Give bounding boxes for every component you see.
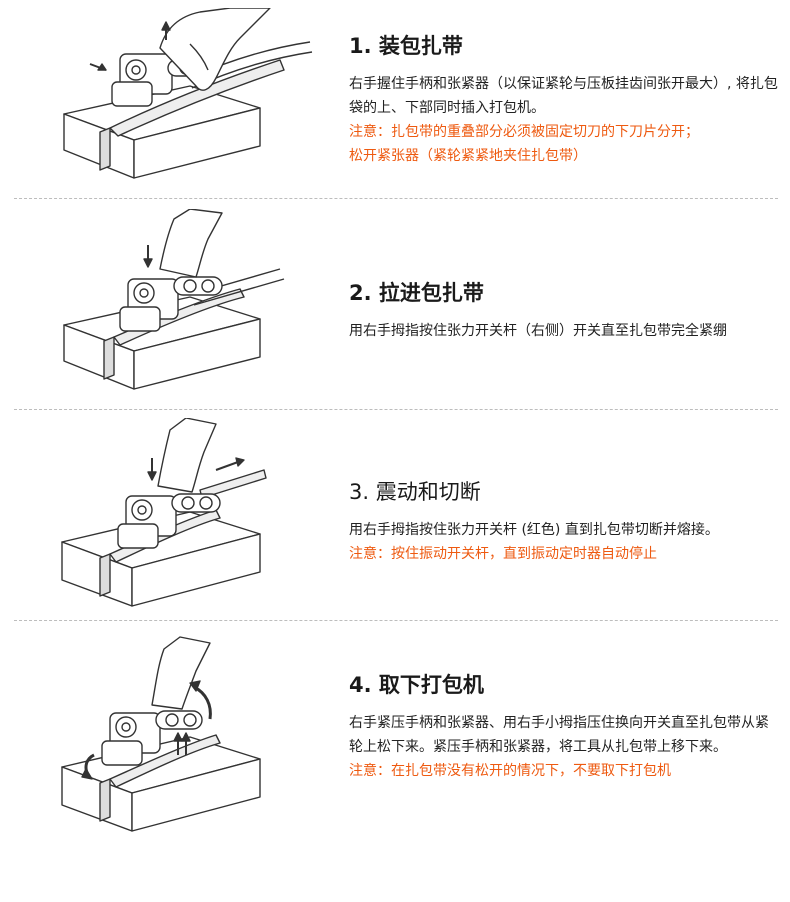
strapping-tool-remove-illustration xyxy=(61,636,261,832)
step-3-note-1: 注意：按住振动开关杆，直到振动定时器自动停止 xyxy=(349,546,657,562)
step-1-note-2: 松开紧张器（紧轮紧紧地夹住扎包带） xyxy=(349,148,587,164)
step-3-title: 3. 震动和切断 xyxy=(349,480,481,504)
step-2-title: 2. 拉进包扎带 xyxy=(349,281,484,305)
step-2: 2. 拉进包扎带 用右手拇指按住张力开关杆（右侧）开关直至扎包带完全紧绷 xyxy=(0,199,790,409)
step-1-text: 1. 装包扎带 右手握住手柄和张紧器（以保证紧轮与压板挂齿间张开最大）, 将扎包… xyxy=(349,32,779,168)
step-2-body: 用右手拇指按住张力开关杆（右侧）开关直至扎包带完全紧绷 xyxy=(349,323,727,339)
step-4: 4. 取下打包机 右手紧压手柄和张紧器、用右手小拇指压住换向开关直至扎包带从紧轮… xyxy=(0,621,790,902)
step-2-illustration xyxy=(40,209,320,399)
step-3-illustration xyxy=(40,418,320,614)
step-2-text: 2. 拉进包扎带 用右手拇指按住张力开关杆（右侧）开关直至扎包带完全紧绷 xyxy=(349,279,779,343)
step-1-body: 右手握住手柄和张紧器（以保证紧轮与压板挂齿间张开最大）, 将扎包袋的上、下部同时… xyxy=(349,76,778,116)
strapping-tool-insert-illustration xyxy=(63,8,313,179)
step-1: 1. 装包扎带 右手握住手柄和张紧器（以保证紧轮与压板挂齿间张开最大）, 将扎包… xyxy=(0,0,790,198)
divider-1 xyxy=(14,198,778,199)
step-4-note-1: 注意：在扎包带没有松开的情况下，不要取下打包机 xyxy=(349,763,671,779)
strapping-tool-tension-illustration xyxy=(63,209,285,390)
step-4-illustration xyxy=(40,633,320,839)
step-4-title: 4. 取下打包机 xyxy=(349,673,484,697)
step-1-illustration xyxy=(40,8,320,190)
step-3-text: 3. 震动和切断 用右手拇指按住张力开关杆 (红色) 直到扎包带切断并熔接。 注… xyxy=(349,478,779,566)
step-1-note-1: 注意：扎包带的重叠部分必须被固定切刀的下刀片分开； xyxy=(349,124,699,140)
divider-2 xyxy=(14,409,778,410)
step-3: 3. 震动和切断 用右手拇指按住张力开关杆 (红色) 直到扎包带切断并熔接。 注… xyxy=(0,410,790,620)
step-3-body: 用右手拇指按住张力开关杆 (红色) 直到扎包带切断并熔接。 xyxy=(349,522,719,538)
step-4-body: 右手紧压手柄和张紧器、用右手小拇指压住换向开关直至扎包带从紧轮上松下来。紧压手柄… xyxy=(349,715,769,755)
step-1-title: 1. 装包扎带 xyxy=(349,34,463,58)
strapping-tool-weld-illustration xyxy=(61,418,267,607)
divider-3 xyxy=(14,620,778,621)
step-4-text: 4. 取下打包机 右手紧压手柄和张紧器、用右手小拇指压住换向开关直至扎包带从紧轮… xyxy=(349,671,779,783)
